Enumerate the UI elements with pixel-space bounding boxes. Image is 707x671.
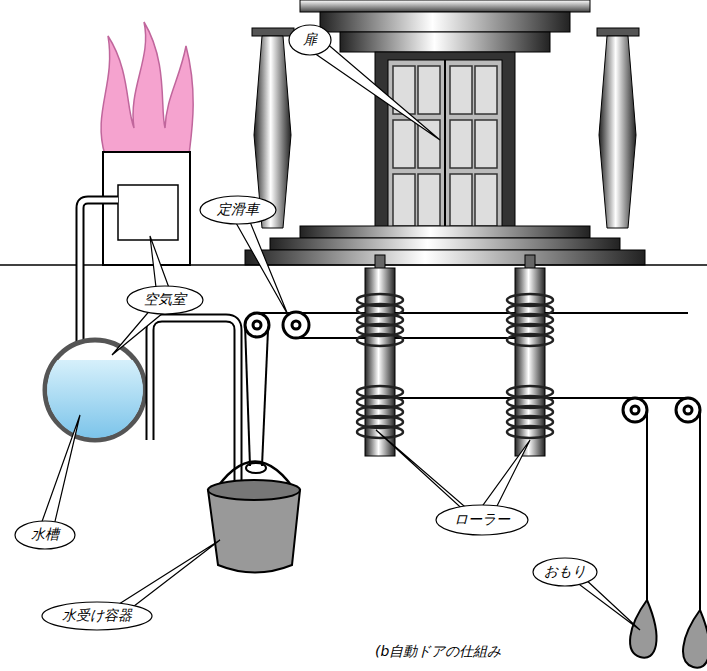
callout-bubble: おもり	[532, 557, 598, 587]
hook	[246, 463, 266, 473]
rope	[257, 312, 688, 314]
callout-label: 水槽	[31, 527, 59, 542]
door-panel	[475, 174, 497, 226]
altar	[103, 152, 190, 265]
callout-bubble: 定滑車	[199, 195, 277, 225]
door-panel	[393, 120, 415, 168]
step	[270, 238, 620, 250]
rope	[245, 325, 250, 466]
coil	[357, 334, 403, 346]
bubble-shape	[127, 286, 203, 314]
rope	[296, 337, 530, 339]
caption: (b自動ドアの仕組み	[375, 643, 501, 661]
callout-label: 定滑車	[217, 202, 259, 217]
door-panel	[450, 66, 472, 114]
callout-bubble: ローラー	[435, 504, 529, 536]
callout-label: おもり	[544, 564, 586, 579]
ropes	[245, 313, 700, 615]
coils	[357, 294, 553, 438]
bubble-shape	[533, 558, 597, 586]
water	[47, 360, 143, 438]
column	[599, 36, 636, 228]
bubble-shape	[289, 25, 331, 55]
bucket-rim	[208, 480, 300, 500]
door-panel	[418, 66, 440, 114]
door-frame-top	[340, 32, 550, 52]
pipe	[80, 200, 118, 350]
callout-bubble: 水槽	[14, 520, 76, 550]
pulley	[623, 398, 647, 422]
weight	[683, 610, 707, 668]
axle	[525, 255, 535, 269]
step	[300, 226, 590, 238]
pulley	[283, 312, 309, 338]
pulley-hub	[253, 321, 261, 329]
axle	[375, 255, 385, 269]
door-panel	[475, 120, 497, 168]
callout-tails	[39, 36, 640, 630]
column-cap	[252, 28, 294, 36]
lintel	[320, 12, 570, 32]
rope	[699, 410, 701, 615]
bubble-shape	[436, 505, 528, 535]
callout-tail	[231, 212, 288, 315]
pulley-hub	[292, 321, 300, 329]
pulleys	[245, 312, 700, 422]
coil	[357, 426, 403, 438]
callout-label: ローラー	[454, 512, 510, 527]
door	[388, 60, 502, 232]
roof-slab	[300, 0, 590, 12]
step	[245, 250, 645, 265]
door-gap	[444, 60, 446, 232]
coil	[507, 334, 553, 346]
rollers	[357, 255, 553, 456]
door-panel	[475, 66, 497, 114]
pulley	[245, 313, 269, 337]
callout-label: 空気室	[144, 292, 186, 307]
callout-bubble: 空気室	[126, 285, 204, 315]
bubble-shape	[200, 196, 276, 224]
column-cap	[597, 28, 639, 36]
pulley	[676, 398, 700, 422]
door-panel	[393, 174, 415, 226]
door-panels	[393, 66, 497, 226]
rope	[646, 410, 648, 605]
bubble-shape	[42, 602, 152, 630]
door-panel	[418, 174, 440, 226]
door-panel	[450, 174, 472, 226]
pulley-hub	[684, 406, 692, 414]
fire	[101, 22, 193, 155]
pulley-hub	[631, 406, 639, 414]
callout-label: 水受け容器	[62, 608, 132, 623]
temple	[245, 0, 645, 265]
pipe	[80, 200, 118, 350]
air-chamber	[118, 185, 178, 240]
weight	[630, 600, 656, 658]
bucket	[208, 490, 300, 573]
rope	[262, 330, 268, 466]
bubble-shape	[15, 521, 75, 549]
callout-bubble: 扉	[288, 24, 332, 56]
callout-bubble: 水受け容器	[41, 601, 153, 631]
door-frame	[375, 52, 515, 232]
callout-label: 扉	[303, 32, 317, 47]
door-panel	[450, 120, 472, 168]
coil	[507, 426, 553, 438]
callout-tail	[39, 415, 80, 530]
tank	[45, 340, 145, 440]
